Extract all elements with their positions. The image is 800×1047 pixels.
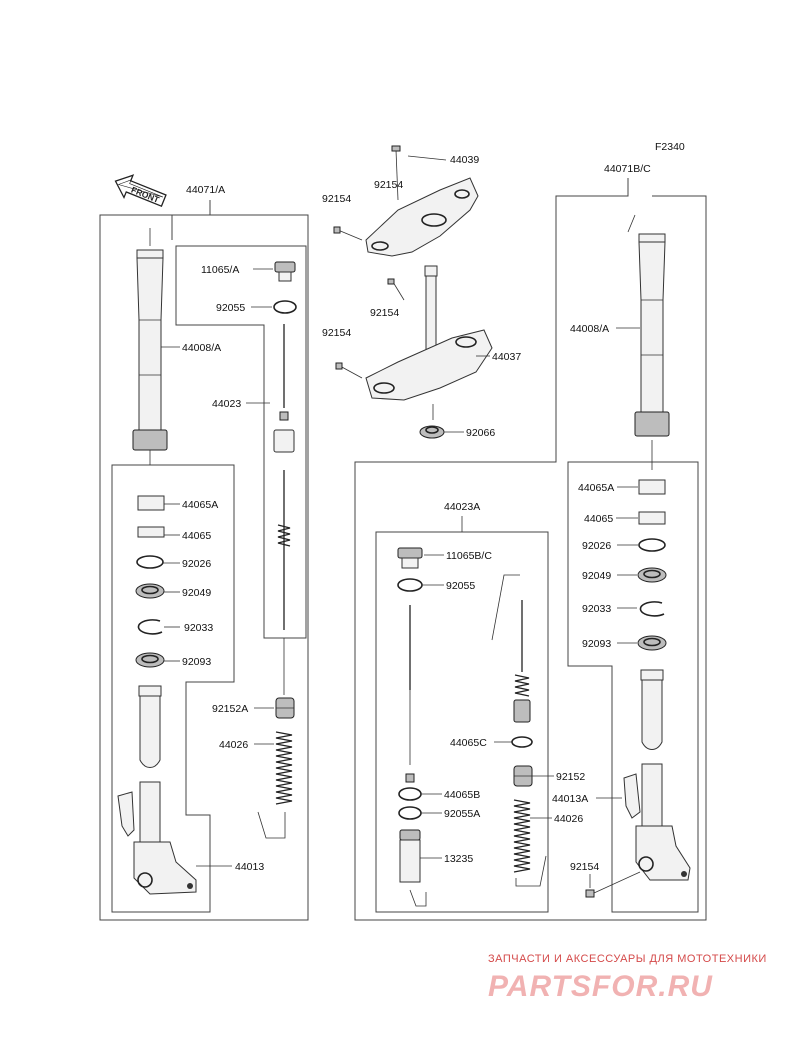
nut-92152a — [275, 697, 295, 719]
label-44065-right: 44065 — [584, 513, 613, 525]
label-92055a: 92055A — [444, 808, 480, 820]
label-44008a-right: 44008/A — [570, 323, 609, 335]
right-fork-group: 44071B/C 44008/A 44065A 44065 92026 9204… — [354, 163, 707, 921]
front-arrow-icon: FRONT — [114, 174, 167, 208]
label-92152: 92152 — [556, 771, 585, 783]
lower-bracket-44037 — [365, 265, 493, 401]
label-92026-left: 92026 — [182, 558, 211, 570]
rebound-rod-center — [491, 574, 531, 723]
cap-bolt-11065bc — [397, 547, 423, 569]
label-44071bc: 44071B/C — [604, 163, 651, 175]
label-44065a-left: 44065A — [182, 499, 218, 511]
label-44013: 44013 — [235, 861, 264, 873]
watermark-tagline: ЗАПЧАСТИ И АКСЕССУАРЫ ДЛЯ МОТОТЕХНИКИ — [488, 953, 767, 965]
circlip-92033-left — [137, 619, 163, 635]
label-92154-a: 92154 — [374, 179, 403, 191]
left-cartridge-frame — [175, 245, 307, 639]
bushing-44065c — [511, 736, 533, 748]
bushing-44065a-right — [638, 479, 666, 495]
label-92066: 92066 — [466, 427, 495, 439]
bushing-44065a-left — [137, 495, 165, 511]
label-92033-left: 92033 — [184, 622, 213, 634]
right-cartridge-frame — [375, 531, 549, 913]
figure-code: F2340 — [655, 141, 685, 153]
label-11065a: 11065/A — [201, 264, 239, 276]
label-44065-left: 44065 — [182, 530, 211, 542]
label-44065c: 44065C — [450, 737, 487, 749]
label-13235: 13235 — [444, 853, 473, 865]
o-ring-92055 — [273, 300, 297, 314]
label-92026-right: 92026 — [582, 540, 611, 552]
bushing-44065-right — [638, 511, 666, 525]
watermark-logo: PARTSFOR.RU — [488, 970, 713, 1003]
fork-tube-left — [132, 228, 168, 465]
seal-92066 — [419, 425, 445, 439]
bushing-44065-left — [137, 526, 165, 538]
label-92154-e: 92154 — [570, 861, 599, 873]
label-92049-left: 92049 — [182, 587, 211, 599]
ring-44065b — [398, 787, 422, 801]
cap-bolt-11065a — [274, 261, 296, 282]
spring-44026-center — [513, 799, 531, 873]
label-44023a: 44023A — [444, 501, 480, 513]
label-92033-right: 92033 — [582, 603, 611, 615]
upper-bracket-44039 — [365, 177, 479, 257]
label-44013a: 44013A — [552, 793, 588, 805]
left-outer-frame — [99, 200, 309, 921]
o-ring-92055-center — [397, 578, 423, 592]
label-11065bc: 11065B/C — [446, 550, 492, 562]
label-92055-left: 92055 — [216, 302, 245, 314]
label-92154-c: 92154 — [370, 307, 399, 319]
label-44026-left: 44026 — [219, 739, 248, 751]
left-fork-group: 44008/A 44071/A 11065/A 92055 44023 4406… — [99, 184, 309, 921]
label-92049-right: 92049 — [582, 570, 611, 582]
fork-tube-right — [627, 214, 670, 470]
label-44008a-left: 44008/A — [182, 342, 221, 354]
label-44065b: 44065B — [444, 789, 480, 801]
o-ring-92055a — [398, 806, 422, 820]
label-44071a: 44071/A — [186, 184, 225, 196]
washer-92026-right — [638, 538, 666, 552]
left-lower-frame — [111, 464, 235, 913]
nut-92152 — [513, 765, 533, 787]
right-lower-frame — [567, 461, 699, 913]
label-44065a-right: 44065A — [578, 482, 614, 494]
circlip-92033-right — [639, 601, 665, 617]
label-44039: 44039 — [450, 154, 479, 166]
inner-tube-44013a — [623, 669, 691, 881]
label-92093-left: 92093 — [182, 656, 211, 668]
label-92055-center: 92055 — [446, 580, 475, 592]
push-rod-center — [405, 605, 415, 783]
watermark: ЗАПЧАСТИ И АКСЕССУАРЫ ДЛЯ МОТОТЕХНИКИ PA… — [488, 953, 767, 1003]
label-92154-b: 92154 — [322, 193, 351, 205]
label-92152a: 92152A — [212, 703, 248, 715]
label-44037: 44037 — [492, 351, 521, 363]
collar-13235 — [399, 829, 421, 883]
inner-tube-44013-left — [117, 685, 197, 895]
label-92093-right: 92093 — [582, 638, 611, 650]
label-44026-center: 44026 — [554, 813, 583, 825]
triple-clamp-group: 44039 92154 92154 92154 92154 44037 9206… — [322, 145, 521, 439]
label-44023: 44023 — [212, 398, 241, 410]
washer-92026-left — [136, 555, 164, 569]
right-outer-frame — [354, 178, 707, 921]
bolt-92154-e — [585, 871, 641, 898]
damper-rod-44023 — [273, 324, 295, 630]
spring-44026-left — [275, 731, 293, 805]
label-92154-d: 92154 — [322, 327, 351, 339]
